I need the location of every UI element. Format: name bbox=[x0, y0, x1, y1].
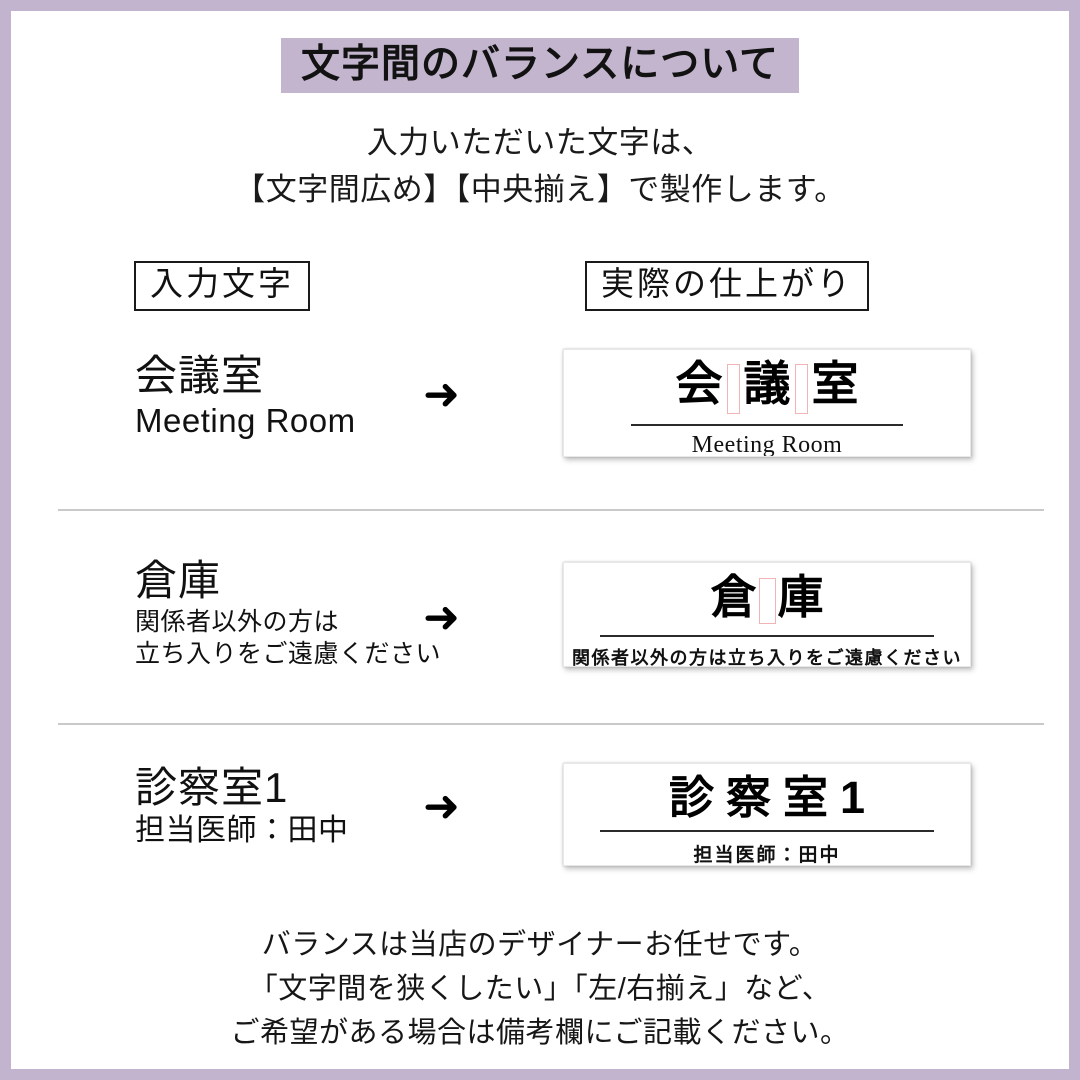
example-row-1: 会議室 Meeting Room ➜ bbox=[11, 341, 1069, 491]
letter-gap-marker bbox=[758, 577, 776, 624]
page-title: 文字間のバランスについて bbox=[280, 38, 800, 93]
sign-char: 会 bbox=[675, 359, 723, 411]
page-title-container: 文字間のバランスについて bbox=[11, 38, 1069, 93]
sign-divider-rule bbox=[600, 830, 934, 832]
arrow-right-icon: ➜ bbox=[423, 593, 460, 642]
sign-sub-3: 担当医師：田中 bbox=[693, 845, 841, 866]
row-divider-1 bbox=[58, 509, 1044, 511]
header-input-text: 入力文字 bbox=[134, 261, 310, 311]
input-cell-2: 倉庫 関係者以外の方は 立ち入りをご遠慮ください bbox=[135, 556, 442, 670]
sign-divider-rule bbox=[600, 634, 934, 637]
sign-char: 議 bbox=[743, 359, 791, 411]
input-cell-1: 会議室 Meeting Room bbox=[135, 351, 405, 441]
sign-main-3: 診察室1 bbox=[668, 772, 878, 823]
letter-gap-marker bbox=[726, 364, 740, 415]
sign-sub-1: Meeting Room bbox=[691, 432, 843, 457]
input-main-3: 診察室1 bbox=[135, 764, 289, 811]
footer-line-3: ご希望がある場合は備考欄にご記載ください。 bbox=[230, 1017, 850, 1050]
sign-char: 倉 bbox=[710, 571, 757, 623]
input-sub-1: Meeting Room bbox=[135, 401, 356, 439]
sign-preview-3: 診察室1 担当医師：田中 bbox=[563, 763, 971, 866]
arrow-right-icon: ➜ bbox=[423, 782, 460, 831]
example-row-3: 診察室1 担当医師：田中 ➜ bbox=[11, 753, 1069, 903]
subtitle-line-2: 【文字間広め】【中央揃え】で製作します。 bbox=[234, 172, 846, 208]
footer-line-2: 「文字間を狭くしたい」「左/右揃え」など、 bbox=[248, 973, 832, 1006]
example-row-2: 倉庫 関係者以外の方は 立ち入りをご遠慮ください ➜ bbox=[11, 548, 1069, 703]
sign-main-2: 倉庫 bbox=[564, 563, 970, 624]
input-sub-2-line-2: 立ち入りをご遠慮ください bbox=[135, 639, 442, 668]
sign-char: 庫 bbox=[777, 571, 824, 623]
subtitle-line-1: 入力いただいた文字は、 bbox=[366, 125, 714, 160]
sign-main-1: 会議室 bbox=[564, 350, 970, 415]
letter-gap-marker bbox=[794, 364, 808, 415]
footer-note: バランスは当店のデザイナーお任せです。 「文字間を狭くしたい」「左/右揃え」など… bbox=[11, 923, 1069, 1055]
sign-char: 室 bbox=[811, 359, 859, 411]
sign-preview-2: 倉庫 関係者以外の方は立ち入りをご遠慮ください bbox=[563, 562, 971, 667]
sign-preview-1: 会議室 Meeting Room bbox=[563, 349, 971, 457]
input-sub-2-line-1: 関係者以外の方は bbox=[135, 607, 340, 636]
header-actual-output: 実際の仕上がり bbox=[585, 261, 869, 311]
row-divider-2 bbox=[58, 723, 1044, 725]
footer-line-1: バランスは当店のデザイナーお任せです。 bbox=[261, 929, 819, 961]
sign-divider-rule bbox=[631, 424, 903, 427]
input-cell-3: 診察室1 担当医師：田中 bbox=[135, 763, 405, 849]
column-headers: 入力文字 実際の仕上がり bbox=[11, 261, 1069, 319]
sign-sub-2: 関係者以外の方は立ち入りをご遠慮ください bbox=[572, 647, 962, 667]
arrow-right-icon: ➜ bbox=[423, 370, 460, 419]
input-sub-3: 担当医師：田中 bbox=[135, 813, 349, 847]
input-main-1: 会議室 bbox=[135, 352, 265, 399]
input-main-2: 倉庫 bbox=[135, 557, 222, 604]
subtitle-block: 入力いただいた文字は、 【文字間広め】【中央揃え】で製作します。 bbox=[11, 119, 1069, 213]
